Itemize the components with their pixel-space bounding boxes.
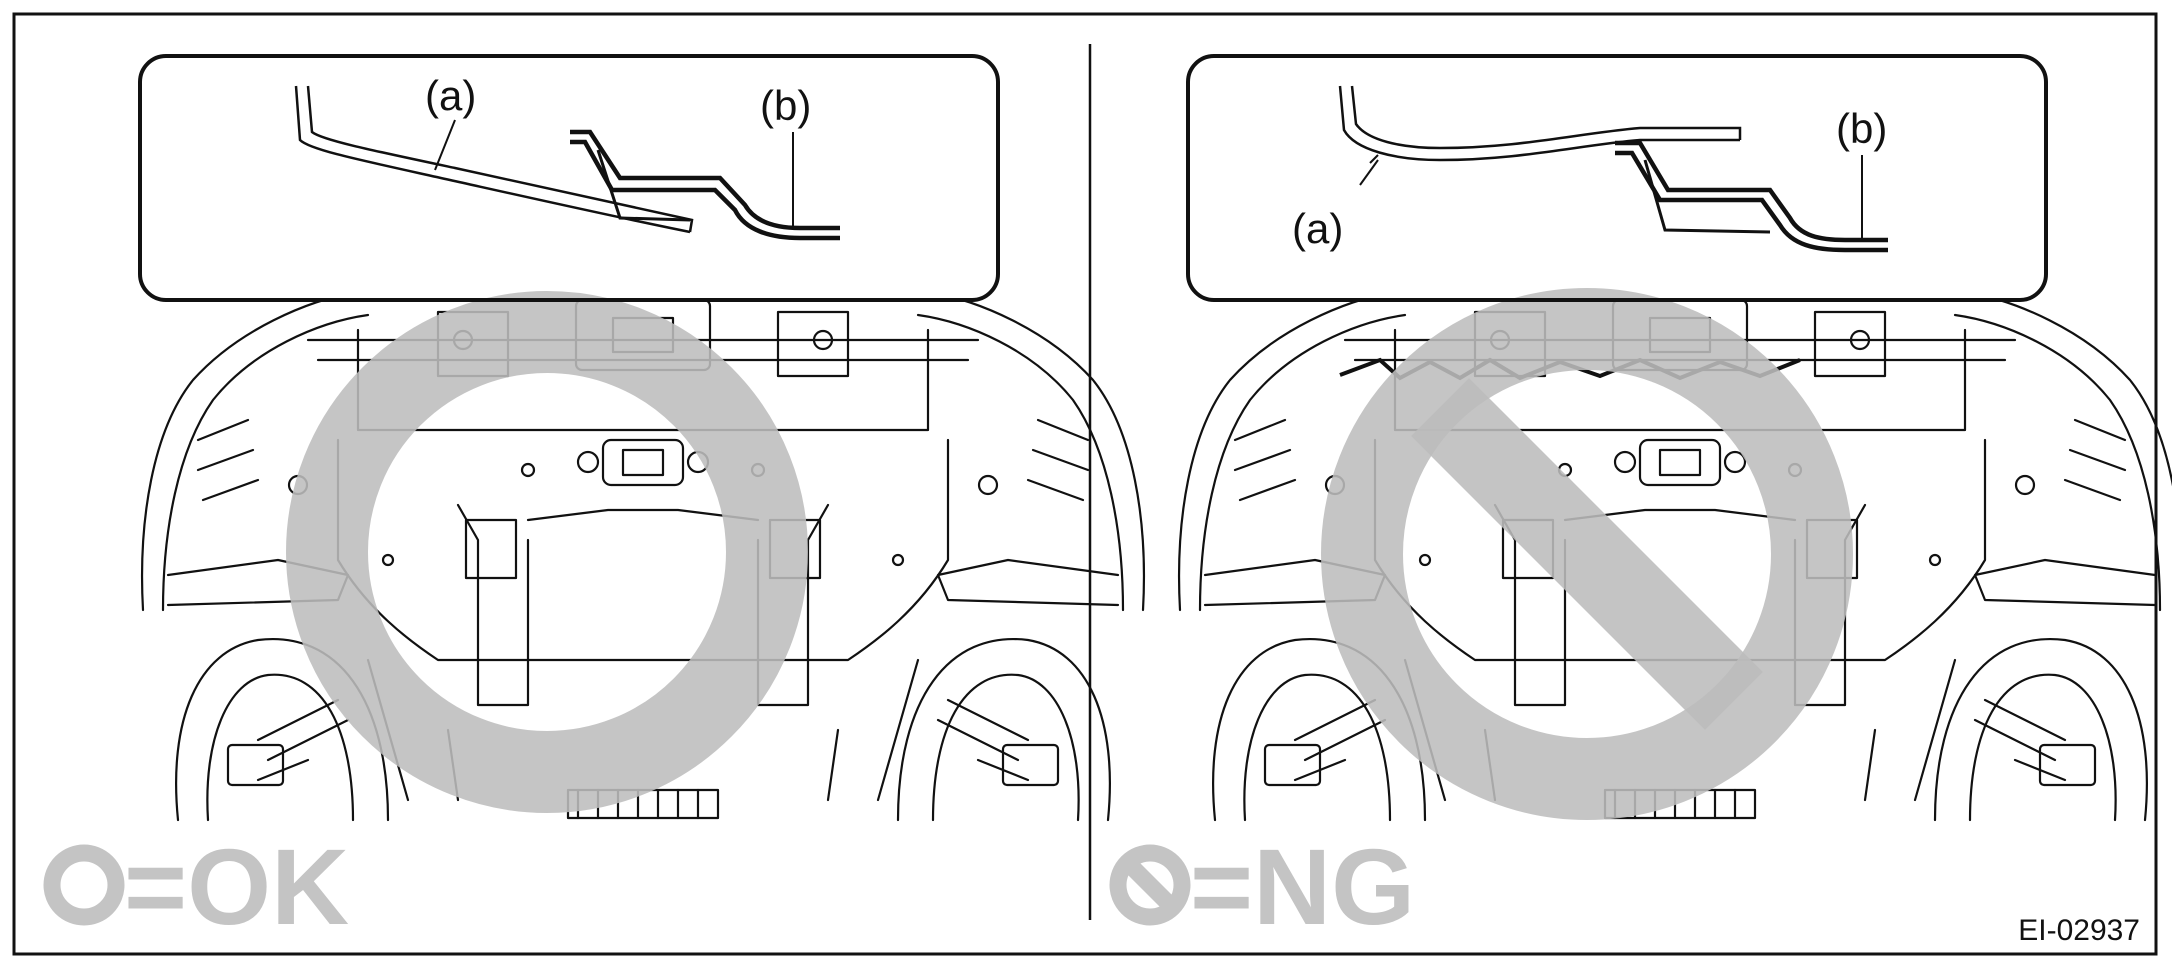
panel-ng: (a) (b) =NG bbox=[1109, 54, 2172, 947]
inset-box-ng bbox=[1186, 54, 2048, 302]
circle-icon bbox=[43, 844, 125, 926]
part-b-bracket-ng bbox=[1615, 140, 1888, 243]
ok-symbol-overlay bbox=[286, 291, 808, 813]
prohibition-icon bbox=[1109, 844, 1191, 926]
part-a-pipe-ng bbox=[1338, 85, 1740, 162]
verdict-ok: =OK bbox=[124, 826, 349, 947]
label-a-ok: (a) bbox=[425, 72, 476, 119]
label-a-ng: (a) bbox=[1292, 205, 1343, 252]
verdict-ng: =NG bbox=[1190, 826, 1415, 947]
inset-box-ok bbox=[138, 54, 1000, 302]
panel-ok: (a) (b) =OK bbox=[43, 54, 1146, 947]
outer-frame bbox=[12, 12, 2158, 956]
figure-code: EI-02937 bbox=[2018, 914, 2140, 947]
part-b-bracket bbox=[570, 129, 840, 231]
label-b-ng: (b) bbox=[1836, 105, 1887, 152]
ng-symbol-overlay bbox=[1321, 288, 1853, 820]
label-b-ok: (b) bbox=[760, 82, 811, 129]
